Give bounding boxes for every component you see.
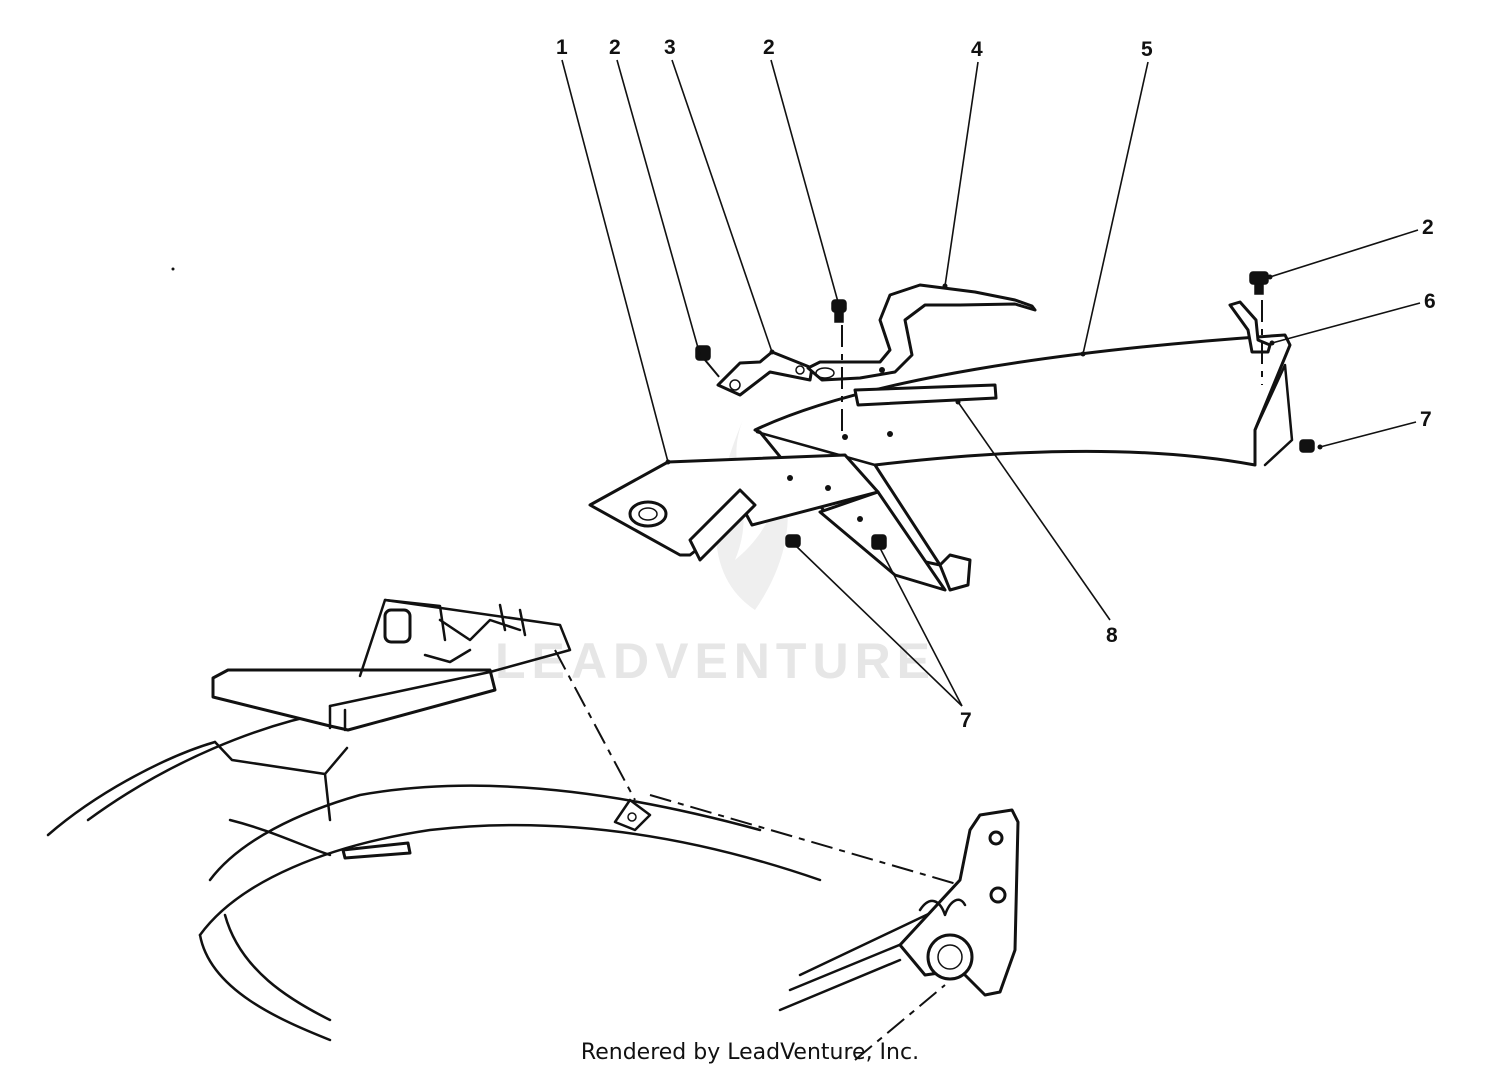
small-bracket (716, 350, 814, 397)
callouts: 1 2 3 2 4 5 2 (556, 36, 1436, 732)
handle-bracket (211, 598, 572, 732)
callout-7a: 7 (1317, 408, 1432, 450)
assembly-lines (554, 649, 961, 1061)
callout-4: 4 (942, 38, 983, 289)
callout-2a: 2 (609, 36, 701, 356)
mower-housing (46, 710, 1002, 1042)
stray-dot (171, 267, 175, 271)
footer-credit: Rendered by LeadVenture, Inc. (580, 1040, 920, 1065)
hardware (695, 271, 1315, 550)
svg-text:2: 2 (763, 36, 775, 59)
callout-6: 6 (1269, 290, 1436, 346)
svg-text:7: 7 (960, 709, 972, 732)
svg-text:3: 3 (664, 36, 676, 59)
callout-5: 5 (1080, 38, 1153, 357)
callout-3: 3 (664, 36, 775, 355)
svg-text:5: 5 (1141, 38, 1153, 61)
callout-1: 1 (556, 36, 671, 465)
svg-text:6: 6 (1424, 290, 1436, 313)
chute-handle (806, 283, 1037, 382)
svg-text:4: 4 (971, 38, 983, 61)
svg-text:2: 2 (1422, 216, 1434, 239)
svg-text:8: 8 (1106, 624, 1118, 647)
callout-7b: 7 (794, 544, 972, 732)
clip (1228, 300, 1272, 354)
svg-text:7: 7 (1420, 408, 1432, 431)
svg-text:2: 2 (609, 36, 621, 59)
callout-2c: 2 (1267, 216, 1434, 280)
svg-text:1: 1 (556, 36, 568, 59)
callout-8: 8 (955, 399, 1118, 647)
side-plate (898, 808, 1020, 997)
callout-2b: 2 (763, 36, 839, 303)
